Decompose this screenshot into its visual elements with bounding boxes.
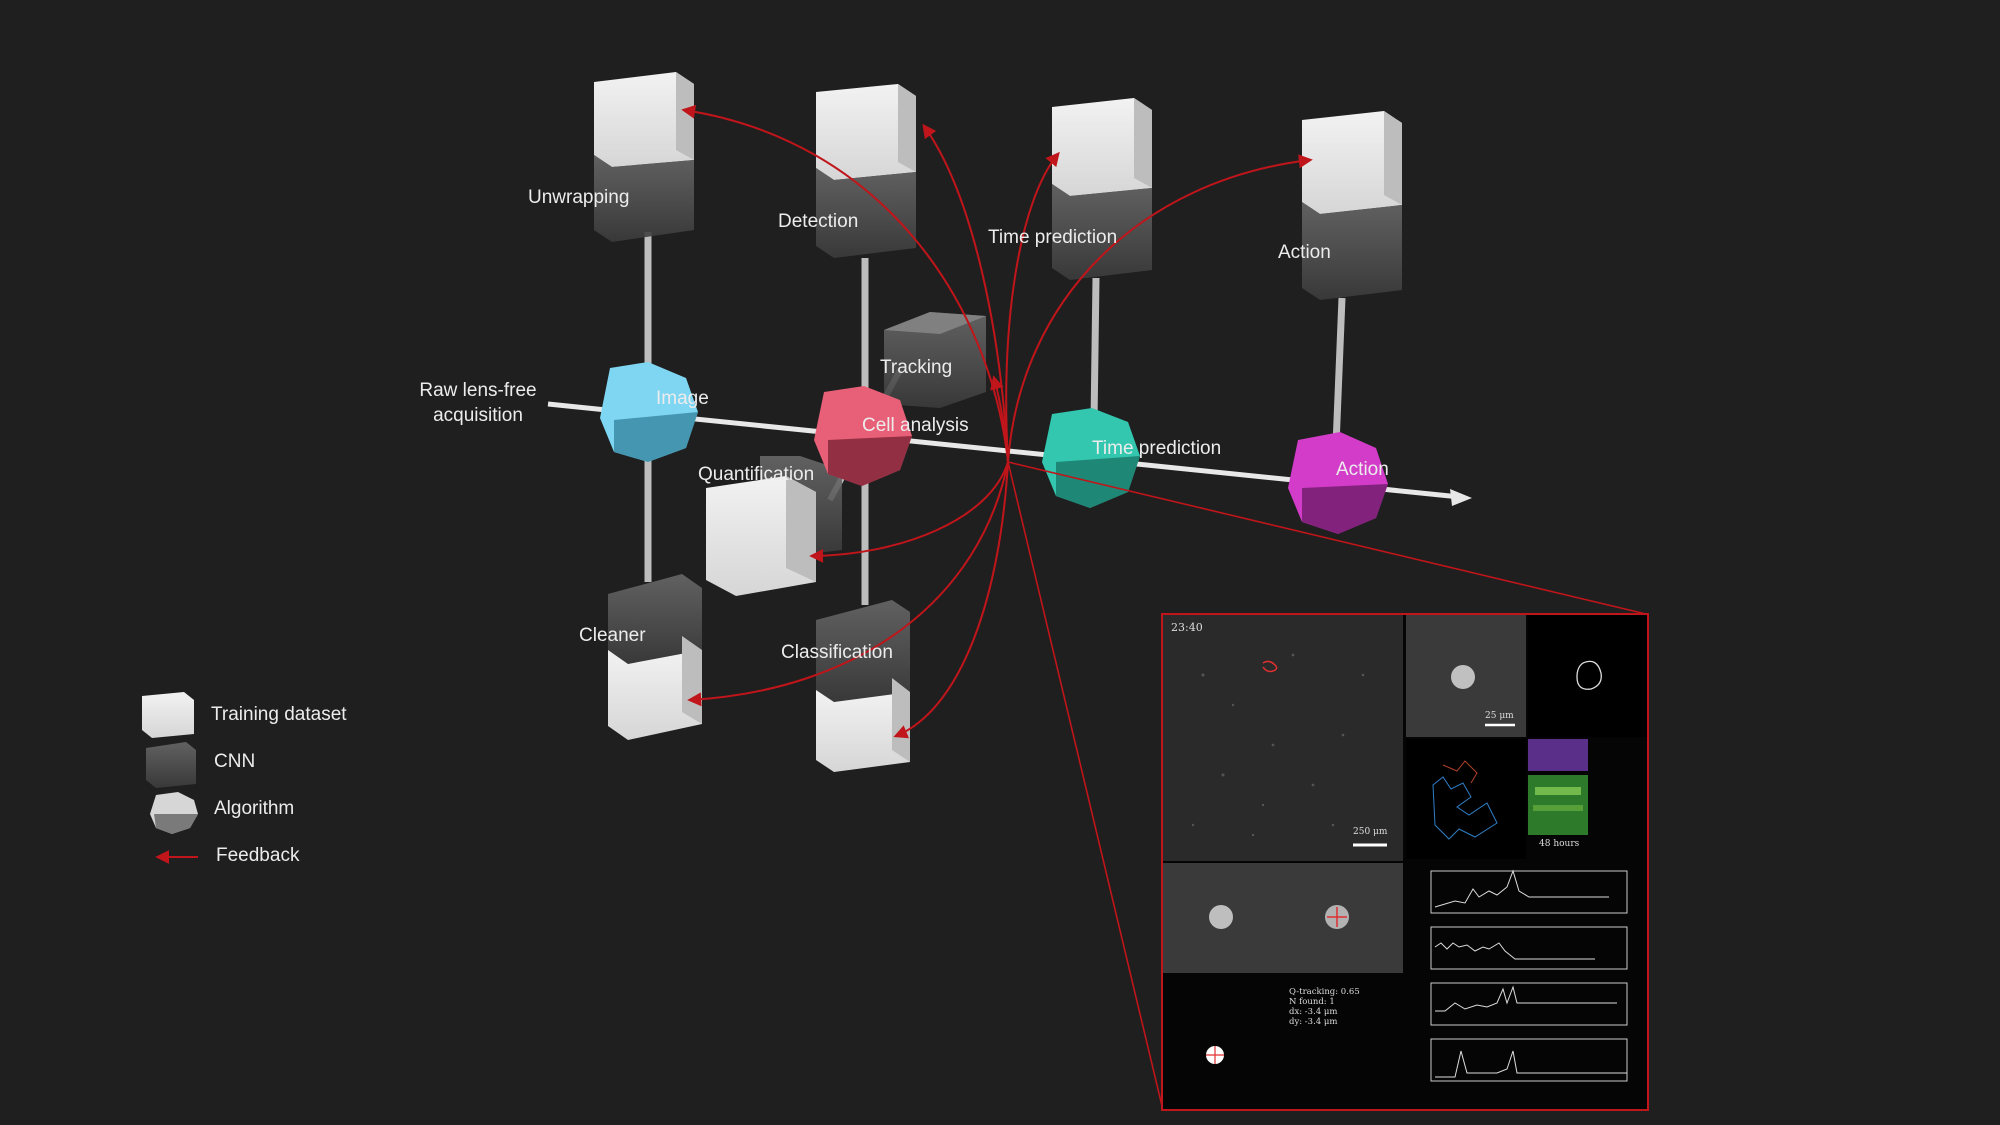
track-trace	[1262, 660, 1278, 673]
inset-timestamp: 23:40	[1171, 621, 1203, 634]
node-action	[1288, 432, 1388, 534]
trajectory-plot	[1432, 776, 1498, 840]
legend-icon-training-dataset	[142, 692, 194, 738]
microscopy-field	[1163, 615, 1403, 861]
stat-dx: dx: -3.4 μm	[1289, 1007, 1338, 1017]
legend-feedback: Feedback	[216, 845, 300, 866]
cell-contour	[1576, 660, 1602, 690]
node-time-prediction	[1042, 408, 1140, 508]
legend-training-dataset: Training dataset	[211, 704, 347, 725]
cube-tracking	[884, 312, 986, 408]
node-image	[600, 362, 698, 462]
cube-quantification	[706, 456, 842, 596]
node-cell-analysis	[814, 386, 912, 486]
legend-icon-cnn	[146, 742, 196, 788]
node-action-label: Action	[1336, 459, 1389, 480]
cube-cleaner	[608, 574, 702, 740]
node-image-label: Image	[656, 388, 709, 409]
cube-action	[1302, 111, 1402, 300]
input-label: Raw lens-free acquisition	[419, 380, 537, 426]
cnn-classification-label: Classification	[781, 642, 893, 663]
stat-n-found: N found: 1	[1289, 997, 1335, 1007]
stat-dy: dy: -3.4 μm	[1289, 1017, 1338, 1027]
tracking-stats: Q-tracking: 0.65 N found: 1 dx: -3.4 μm …	[1289, 987, 1360, 1027]
cnn-quantification-label: Quantification	[698, 464, 815, 485]
cube-detection	[816, 84, 916, 258]
cube-classification	[816, 600, 910, 772]
cell-speckles	[1191, 653, 1365, 837]
node-cell-analysis-label: Cell analysis	[862, 415, 969, 436]
cube-time-prediction	[1052, 98, 1152, 280]
scale-label-small: 25 μm	[1485, 711, 1514, 721]
feedback-arrows	[681, 104, 1647, 1107]
kymograph-top	[1528, 739, 1588, 771]
cnn-time-prediction-label: Time prediction	[988, 227, 1118, 248]
tracking-inset-panel: 23:40 250 μm 25 μm 48 hours Q-tracking: …	[1161, 613, 1649, 1111]
legend-cnn: CNN	[214, 751, 256, 772]
legend-algorithm: Algorithm	[214, 798, 295, 819]
scale-label-large: 250 μm	[1353, 827, 1388, 837]
duration-label: 48 hours	[1539, 839, 1580, 849]
cell-views	[1163, 863, 1403, 973]
time-series-plots	[1430, 869, 1628, 1082]
cnn-tracking-label: Tracking	[880, 357, 953, 378]
cnn-detection-label: Detection	[778, 211, 859, 232]
node-time-prediction-label: Time prediction	[1092, 438, 1222, 459]
cnn-action-label: Action	[1278, 242, 1331, 263]
stat-q-tracking: Q-tracking: 0.65	[1289, 987, 1360, 997]
cnn-unwrapping-label: Unwrapping	[528, 187, 630, 208]
legend-icon-algorithm	[150, 792, 198, 834]
cube-unwrapping	[594, 72, 694, 242]
cnn-cleaner-label: Cleaner	[579, 625, 646, 646]
